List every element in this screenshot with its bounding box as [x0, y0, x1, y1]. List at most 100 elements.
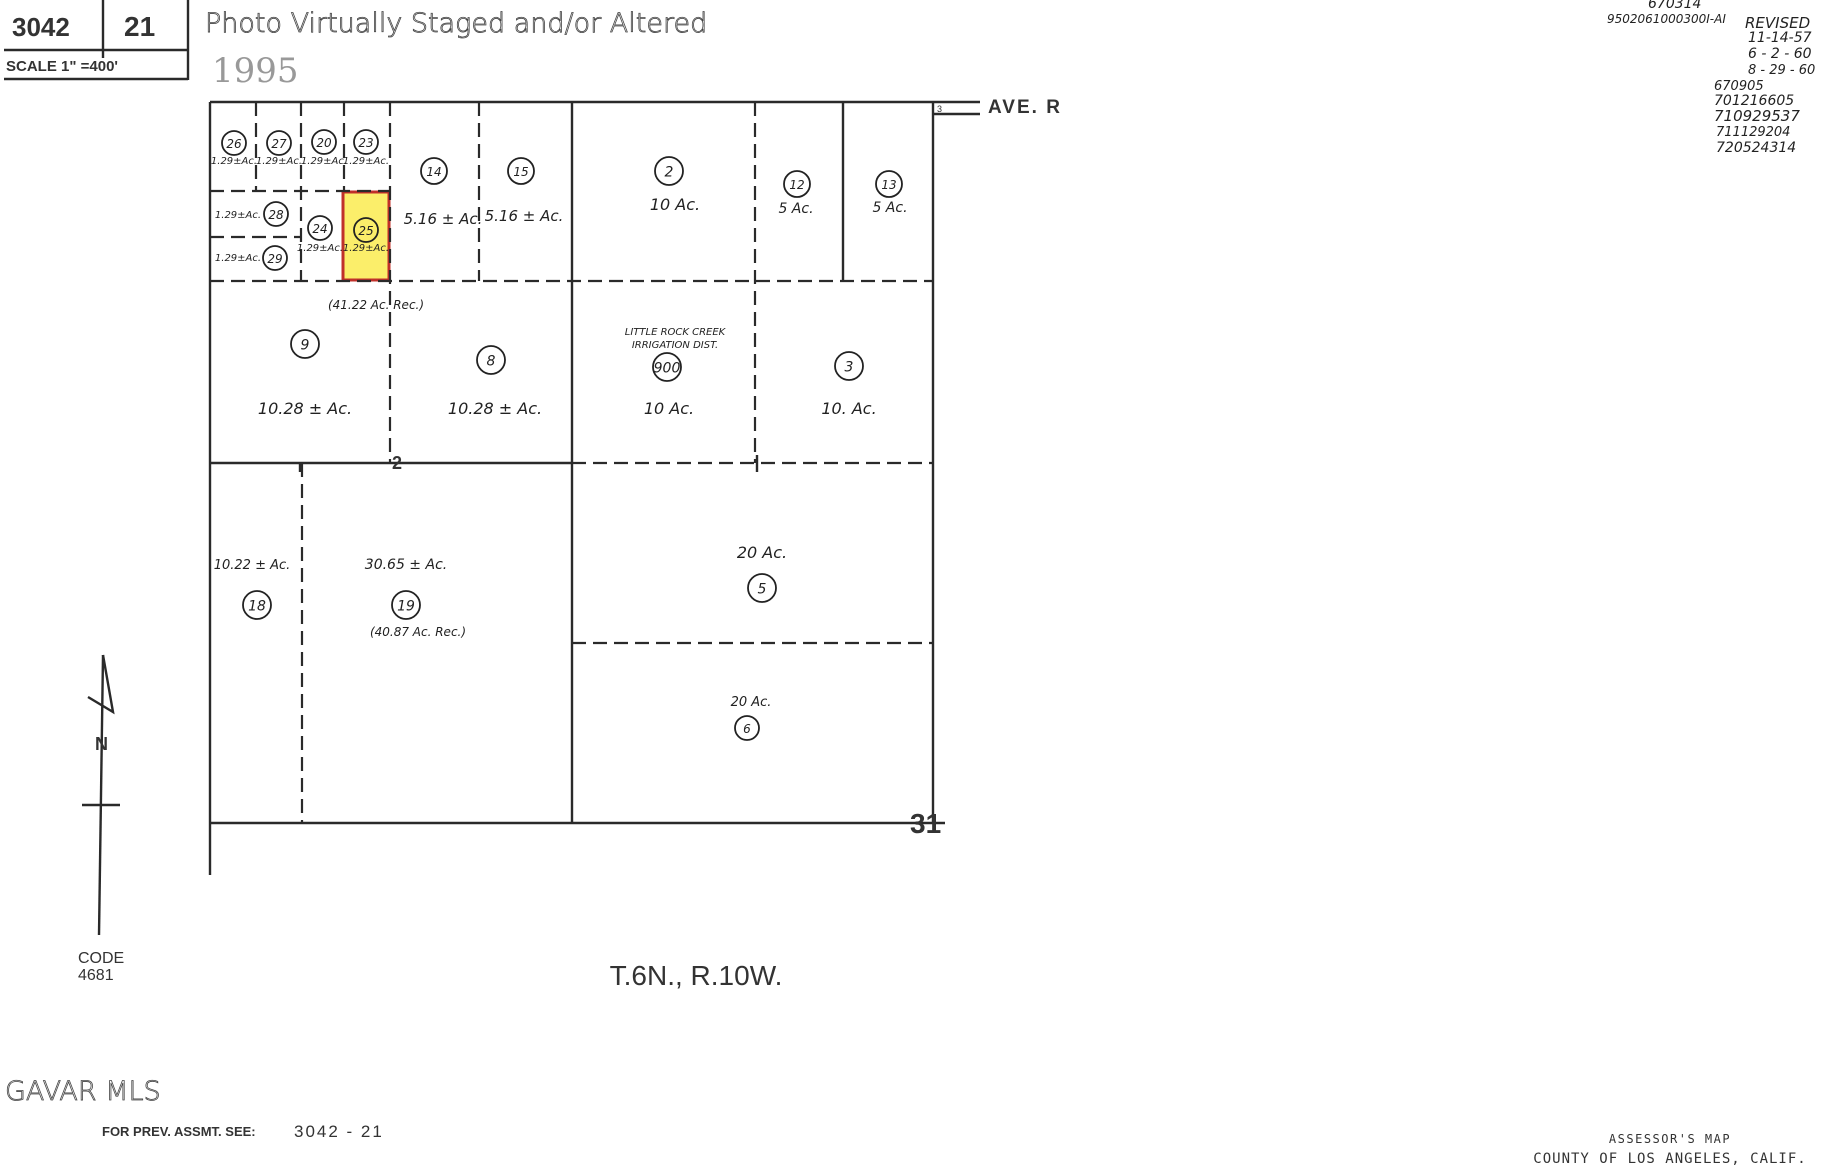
- revision-list: 670314 9502061000300I-AI REVISED 11-14-5…: [1607, 0, 1815, 156]
- parcel-number-circle: [353, 129, 379, 155]
- parcel-9[interactable]: 9 10.28 ± Ac.: [258, 329, 352, 418]
- parcel-number-circle: [266, 130, 292, 156]
- north-arrow-icon: N: [82, 654, 120, 936]
- parcel-area: 10. Ac.: [821, 399, 876, 418]
- parcel-5[interactable]: 5 20 Ac.: [737, 543, 787, 603]
- code-label: CODE: [78, 950, 124, 967]
- parcel-14[interactable]: 14 5.16 ± Ac.: [404, 157, 483, 228]
- parcel-number-circle: [391, 590, 421, 620]
- revision-entry: 701216605: [1714, 93, 1794, 109]
- parcel-number: 5: [758, 582, 767, 598]
- parcel-23[interactable]: 231.29±Ac.: [343, 129, 389, 167]
- parcel-number-circle: [747, 573, 777, 603]
- parcel-27[interactable]: 27 1.29±Ac.: [256, 130, 302, 167]
- parcel-number: 26: [226, 137, 242, 151]
- book-number: 3042: [12, 12, 70, 42]
- parcel-number: 20: [316, 136, 332, 150]
- parcel-number-circle: [476, 345, 506, 375]
- parcel-number: 15: [513, 165, 528, 179]
- parcel-12[interactable]: 12 5 Ac.: [778, 170, 814, 217]
- parcel-area: 1.29±Ac.: [215, 253, 261, 264]
- photo-watermark: Photo Virtually Staged and/or Altered: [205, 8, 707, 39]
- parcel-6[interactable]: 6 20 Ac.: [731, 695, 772, 741]
- parcel-15[interactable]: 15 5.16 ± Ac.: [485, 157, 564, 225]
- parcel-area: 5.16 ± Ac.: [404, 210, 483, 228]
- parcel-number-circle: [307, 215, 333, 241]
- parcel-area: 1.29±Ac.: [343, 156, 389, 167]
- parcel-number: 19: [397, 599, 415, 615]
- parcel-boundaries: [208, 100, 980, 875]
- mls-watermark: GAVAR MLS: [5, 1076, 161, 1107]
- parcel-24[interactable]: 24 1.29±Ac.: [297, 215, 343, 254]
- revision-code: 670314: [1648, 0, 1701, 12]
- parcel-area: 1.29±Ac.: [211, 156, 257, 167]
- map-header: 3042 21 SCALE 1" =400' 1995 Photo Virtua…: [4, 0, 708, 91]
- parcel-26[interactable]: 26 1.29±Ac.: [211, 130, 257, 167]
- parcel-900[interactable]: 900 10 Ac.: [644, 352, 694, 418]
- parcel-number: 900: [654, 361, 681, 377]
- page-number: 21: [124, 11, 155, 42]
- parcel-number: 2: [665, 165, 674, 181]
- parcel-number: 6: [743, 722, 751, 736]
- assessor-map-label: ASSESSOR'S MAP: [1609, 1132, 1731, 1146]
- parcel-number-circle: [262, 245, 288, 271]
- revision-entry: 6 - 2 - 60: [1748, 46, 1812, 62]
- parcel-number: 14: [426, 165, 441, 179]
- parcel-number-circle: [221, 130, 247, 156]
- parcel-labels: 261.29±Ac.271.29±Ac.201.29±Ac.231.29±Ac.…: [211, 129, 908, 741]
- parcel-number: 27: [271, 137, 287, 151]
- prev-assessment-label: FOR PREV. ASSMT. SEE:: [102, 1124, 256, 1139]
- parcel-28[interactable]: 28 1.29±Ac.: [215, 201, 289, 227]
- parcel-area: 20 Ac.: [737, 543, 787, 562]
- parcel-area: 10.22 ± Ac.: [214, 558, 291, 573]
- revision-entry: 711129204: [1716, 125, 1790, 140]
- section-marker: 2: [392, 453, 402, 473]
- parcel-25[interactable]: 25 1.29±Ac.: [343, 217, 389, 254]
- parcel-number: 28: [268, 208, 284, 222]
- parcel-area: 10.28 ± Ac.: [258, 399, 352, 418]
- parcel-area: 10 Ac.: [644, 399, 694, 418]
- parcel-number-circle: [507, 157, 535, 185]
- revision-entry: 11-14-57: [1748, 30, 1812, 46]
- parcel-area: 1.29±Ac.: [297, 243, 343, 254]
- parcel-8[interactable]: 810.28 ± Ac.: [448, 345, 542, 418]
- record-note: (41.22 Ac. Rec.): [328, 298, 424, 312]
- parcel-29[interactable]: 291.29±Ac.: [215, 245, 288, 271]
- parcel-number-circle: [420, 157, 448, 185]
- parcel-number-circle: [311, 129, 337, 155]
- parcel-number-circle: [834, 351, 864, 381]
- year-stamp: 1995: [212, 51, 299, 91]
- parcel-number-circle: [875, 170, 903, 198]
- parcel-area: 20 Ac.: [731, 695, 772, 710]
- parcel-area: 5 Ac.: [778, 201, 813, 217]
- parcel-area: 1.29±Ac.: [256, 156, 302, 167]
- parcel-area: 5.16 ± Ac.: [485, 207, 564, 225]
- parcel-area: 10.28 ± Ac.: [448, 399, 542, 418]
- section-marker: 31: [910, 808, 941, 839]
- parcel-number: 9: [301, 338, 310, 354]
- parcel-number-circle: [654, 156, 684, 186]
- parcel-area: 5 Ac.: [872, 200, 907, 216]
- parcel-number: 25: [358, 224, 373, 238]
- parcel-area: 1.29±Ac.: [343, 243, 389, 254]
- revision-code: 9502061000300I-AI: [1607, 12, 1726, 26]
- parcel-13[interactable]: 135 Ac.: [872, 170, 908, 216]
- parcel-area: 30.65 ± Ac.: [365, 557, 447, 573]
- parcel-3[interactable]: 3 10. Ac.: [821, 351, 877, 418]
- parcel-number-circle: [242, 590, 272, 620]
- parcel-number-circle: [263, 201, 289, 227]
- parcel-number: 12: [789, 178, 804, 192]
- parcel-area: 1.29±Ac.: [215, 210, 261, 221]
- parcel-number: 3: [845, 360, 854, 376]
- prev-assessment-value: 3042 - 21: [294, 1122, 384, 1141]
- parcel-2[interactable]: 210 Ac.: [650, 156, 700, 214]
- district-label: IRRIGATION DIST.: [632, 340, 718, 351]
- township-range: T.6N., R.10W.: [610, 960, 783, 991]
- scale-label: SCALE 1" =400': [6, 58, 118, 75]
- parcel-number: 24: [312, 222, 327, 236]
- road-label: AVE. R: [988, 97, 1062, 118]
- parcel-20[interactable]: 201.29±Ac.: [301, 129, 347, 167]
- parcel-19[interactable]: 19 30.65 ± Ac.: [365, 557, 447, 620]
